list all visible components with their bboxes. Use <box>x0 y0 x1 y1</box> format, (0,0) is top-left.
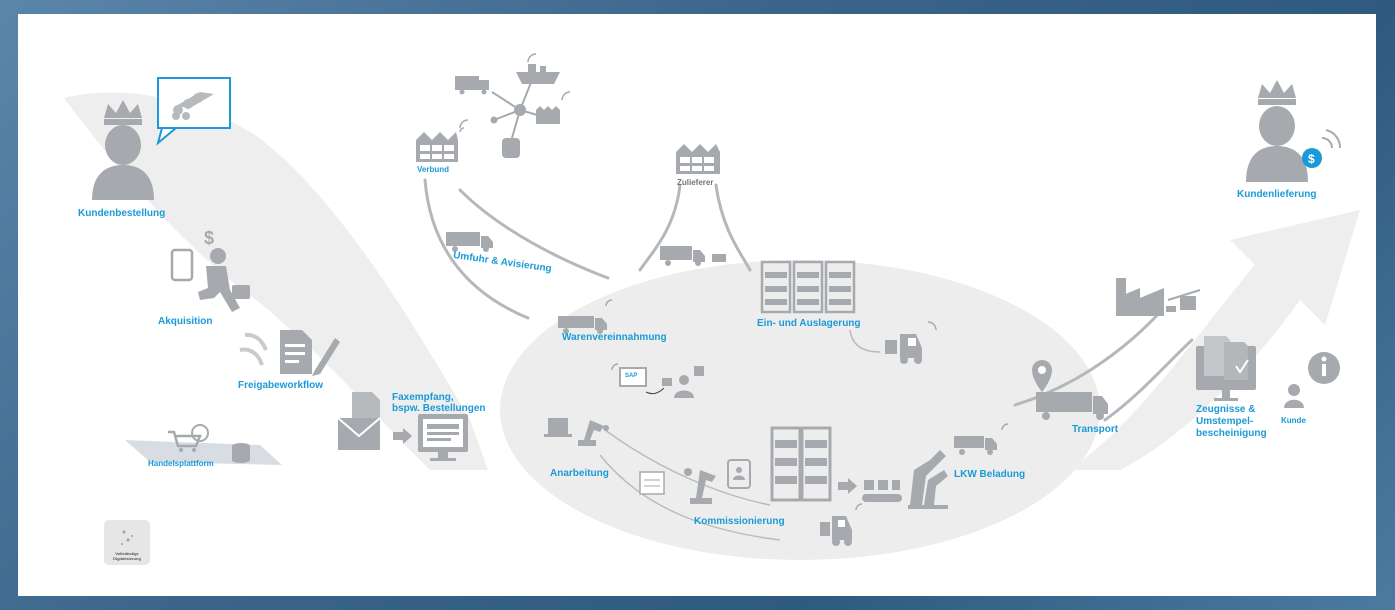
thumbnail-card[interactable] <box>104 520 150 565</box>
thumbnail-caption-2: Digitalisierung <box>113 556 141 561</box>
warehouse-verbund-icon <box>416 119 469 162</box>
label-kunde: Kunde <box>1281 416 1306 425</box>
label-freigabeworkflow: Freigabeworkflow <box>238 380 324 391</box>
warehouse-zulieferer-icon <box>676 144 720 174</box>
monitor-icon <box>418 414 468 461</box>
truck-umfuhr-icon <box>446 232 493 252</box>
label-zeugnisse-2: Umstempel- <box>1196 416 1254 427</box>
label-faxempfang-1: Faxempfang, <box>392 392 454 403</box>
customer-small-icon <box>1284 384 1304 408</box>
logistics-network-icon <box>455 53 571 158</box>
info-icon <box>1308 352 1340 384</box>
label-sap: SAP <box>625 373 638 379</box>
document-approval-icon <box>239 330 340 376</box>
label-akquisition: Akquisition <box>158 316 213 327</box>
label-zeugnisse-3: bescheinigung <box>1196 428 1267 439</box>
pick-list-icon <box>639 471 665 495</box>
label-verbund: Verbund <box>417 165 450 174</box>
label-handelsplattform: Handelsplattform <box>148 459 214 468</box>
picking-robot-icon <box>684 468 716 504</box>
truck-transport-icon <box>1036 392 1108 420</box>
location-pin-icon <box>1032 360 1052 392</box>
label-lkw-beladung: LKW Beladung <box>954 469 1026 480</box>
storage-shelves-icon <box>760 260 856 314</box>
forklift-bottom-icon <box>820 503 863 546</box>
customer-crown-icon <box>92 100 154 200</box>
money-bag-icon: $ <box>1302 129 1342 168</box>
sap-terminal-icon <box>611 363 704 398</box>
pipes-bubble-icon <box>156 77 231 146</box>
running-person-icon <box>198 248 250 312</box>
label-faxempfang-2: bspw. Bestellungen <box>392 403 486 414</box>
conveyor-icon <box>862 480 902 502</box>
label-ein-auslagerung: Ein- und Auslagerung <box>757 318 861 329</box>
label-transport: Transport <box>1072 424 1119 435</box>
certificates-monitor-icon <box>1196 336 1256 401</box>
factory-icon <box>1116 278 1201 316</box>
label-kundenlieferung: Kundenlieferung <box>1237 189 1317 200</box>
thin-lines <box>599 329 881 541</box>
truck-zulieferer-icon <box>660 246 726 266</box>
label-warenvereinnahmung: Warenvereinnahmung <box>562 332 667 343</box>
laptop-icon <box>544 418 572 437</box>
fax-envelope-icon <box>337 392 412 450</box>
loading-robot-icon <box>908 450 948 509</box>
platform-icon <box>125 424 282 465</box>
arrow-icon <box>838 478 857 494</box>
forklift-icon <box>885 321 937 364</box>
dollar-icon: $ <box>204 228 214 248</box>
flow-band-left <box>64 92 488 471</box>
thumbnail-caption-1: Vollständige <box>115 551 139 556</box>
robot-arm-icon <box>578 420 609 446</box>
label-anarbeitung: Anarbeitung <box>550 468 609 479</box>
truck-lkw-icon <box>954 423 1009 455</box>
label-zeugnisse-1: Zeugnisse & <box>1196 404 1256 415</box>
label-kundenbestellung: Kundenbestellung <box>78 208 166 219</box>
customer-delivery-crown-icon <box>1246 80 1308 182</box>
tablet-icon <box>170 248 194 282</box>
shelving-rack-icon <box>770 426 832 502</box>
label-zulieferer: Zulieferer <box>677 178 714 187</box>
tablet-person-icon <box>727 459 751 489</box>
truck-warenvereinnahmung-icon <box>558 299 613 334</box>
svg-text:$: $ <box>204 228 214 248</box>
label-kommissionierung: Kommissionierung <box>694 516 785 527</box>
svg-text:$: $ <box>1308 152 1315 166</box>
